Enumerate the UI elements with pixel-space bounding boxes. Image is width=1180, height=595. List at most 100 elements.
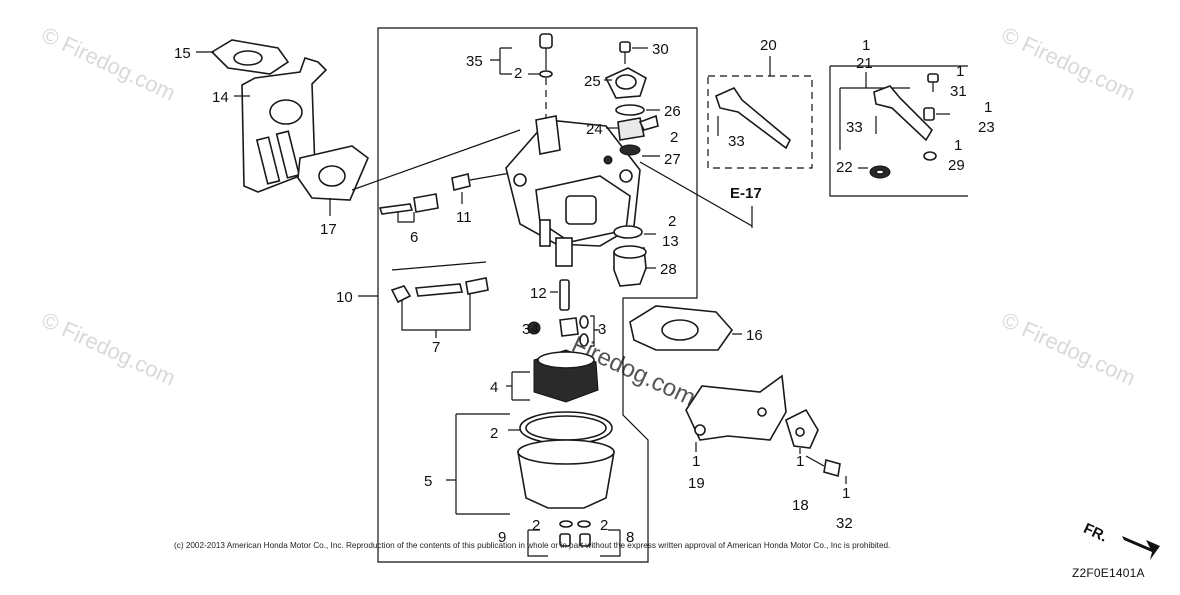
bracket-8 bbox=[600, 529, 621, 557]
part-5-float-bowl bbox=[517, 439, 615, 509]
callout-14: 14 bbox=[212, 89, 229, 106]
callout-1-23: 1 bbox=[984, 99, 992, 116]
callout-27: 27 bbox=[664, 151, 681, 168]
copyright-notice: (c) 2002-2013 American Honda Motor Co., … bbox=[174, 541, 891, 550]
callout-2-d: 2 bbox=[490, 425, 498, 442]
callout-12: 12 bbox=[530, 285, 547, 302]
callout-22: 22 bbox=[836, 159, 853, 176]
callout-7: 7 bbox=[432, 339, 440, 356]
bracket-35 bbox=[490, 47, 512, 75]
callout-20: 20 bbox=[760, 37, 777, 54]
bracket-7 bbox=[401, 294, 471, 331]
callout-2-c: 2 bbox=[668, 213, 676, 230]
part-4-float bbox=[533, 349, 599, 403]
callout-18: 18 bbox=[792, 497, 809, 514]
callout-1-21: 1 bbox=[862, 37, 870, 54]
leader-e17 bbox=[639, 161, 753, 227]
part-2-bowl-gasket bbox=[519, 411, 613, 445]
carburetor-body bbox=[505, 115, 641, 267]
callout-1-18: 1 bbox=[796, 453, 804, 470]
part-12-nozzle bbox=[559, 279, 570, 311]
callout-6: 6 bbox=[410, 229, 418, 246]
watermark-top-left: © Firedog.com bbox=[38, 22, 180, 106]
bracket-6 bbox=[397, 212, 415, 223]
callout-35: 35 bbox=[466, 53, 483, 70]
callout-1-19: 1 bbox=[692, 453, 700, 470]
callout-32: 32 bbox=[836, 515, 853, 532]
callout-16: 16 bbox=[746, 327, 763, 344]
part-6-screw-spring bbox=[378, 193, 439, 215]
bracket-3 bbox=[590, 315, 600, 347]
callout-1-32: 1 bbox=[842, 485, 850, 502]
bracket-4 bbox=[511, 371, 530, 401]
part-29-nut bbox=[923, 151, 937, 161]
callout-28: 28 bbox=[660, 261, 677, 278]
callout-30: 30 bbox=[652, 41, 669, 58]
part-8-screw bbox=[577, 520, 591, 547]
callout-5: 5 bbox=[424, 473, 432, 490]
part-24-valve bbox=[617, 114, 659, 141]
callout-e17: E-17 bbox=[730, 185, 762, 202]
callout-25: 25 bbox=[584, 73, 601, 90]
part-28-plug bbox=[613, 245, 647, 287]
part-15-gasket bbox=[210, 39, 290, 75]
box-20 bbox=[707, 75, 813, 169]
main-group-frame bbox=[377, 27, 698, 563]
part-26-gasket bbox=[615, 104, 645, 116]
part-11-screw bbox=[451, 171, 517, 191]
callout-1-29: 1 bbox=[954, 137, 962, 154]
callout-2-b: 2 bbox=[670, 129, 678, 146]
leader-17-to-carb bbox=[351, 129, 521, 191]
bracket-5 bbox=[455, 413, 510, 515]
part-35-screw bbox=[539, 33, 553, 78]
callout-4: 4 bbox=[490, 379, 498, 396]
callout-19: 19 bbox=[688, 475, 705, 492]
callout-15: 15 bbox=[174, 45, 191, 62]
part-16-gasket bbox=[629, 305, 734, 351]
part-27-seal bbox=[603, 144, 641, 165]
callout-labels: 15 14 17 6 11 10 7 35 2 30 25 26 24 2 27… bbox=[174, 37, 995, 546]
watermark-top-right: © Firedog.com bbox=[998, 22, 1140, 106]
part-3-oring bbox=[579, 315, 589, 347]
callout-10: 10 bbox=[336, 289, 353, 306]
callout-33-a: 33 bbox=[728, 133, 745, 150]
part-7-pilot-screw bbox=[390, 277, 489, 304]
callout-33-b: 33 bbox=[846, 119, 863, 136]
part-21-lever bbox=[873, 85, 934, 142]
part-25-cover bbox=[604, 67, 647, 99]
callout-21: 21 bbox=[856, 55, 873, 72]
bracket-21 bbox=[839, 87, 910, 150]
part-17-gasket bbox=[297, 145, 369, 201]
diagram-code: Z2F0E1401A bbox=[1072, 566, 1145, 580]
callout-34: 34 bbox=[522, 321, 539, 338]
part-22-spring bbox=[869, 165, 891, 179]
watermark-mid-left: © Firedog.com bbox=[38, 307, 180, 391]
front-direction-arrow-icon bbox=[1122, 536, 1160, 560]
part-23-collar bbox=[923, 107, 935, 121]
callout-2-e: 2 bbox=[532, 517, 540, 534]
callout-26: 26 bbox=[664, 103, 681, 120]
leader-10-top bbox=[391, 261, 487, 271]
callout-31: 31 bbox=[950, 83, 967, 100]
callout-23: 23 bbox=[978, 119, 995, 136]
part-32-bolt bbox=[805, 455, 841, 478]
part-13-oring bbox=[613, 225, 643, 239]
bracket-9 bbox=[527, 529, 548, 557]
part-9-screw bbox=[559, 520, 573, 547]
part-34-jet bbox=[527, 317, 579, 337]
part-20-lever bbox=[715, 86, 791, 150]
watermark-mid-right: © Firedog.com bbox=[998, 307, 1140, 391]
part-30-screw bbox=[619, 41, 631, 64]
callout-2-f: 2 bbox=[600, 517, 608, 534]
callout-1-31: 1 bbox=[956, 63, 964, 80]
part-31-screw bbox=[927, 73, 939, 92]
box-21 bbox=[829, 65, 968, 197]
callout-8: 8 bbox=[626, 529, 634, 546]
part-19-bracket bbox=[685, 374, 787, 441]
callout-17: 17 bbox=[320, 221, 337, 238]
callout-13: 13 bbox=[662, 233, 679, 250]
callout-2-a: 2 bbox=[514, 65, 522, 82]
callout-29: 29 bbox=[948, 157, 965, 174]
